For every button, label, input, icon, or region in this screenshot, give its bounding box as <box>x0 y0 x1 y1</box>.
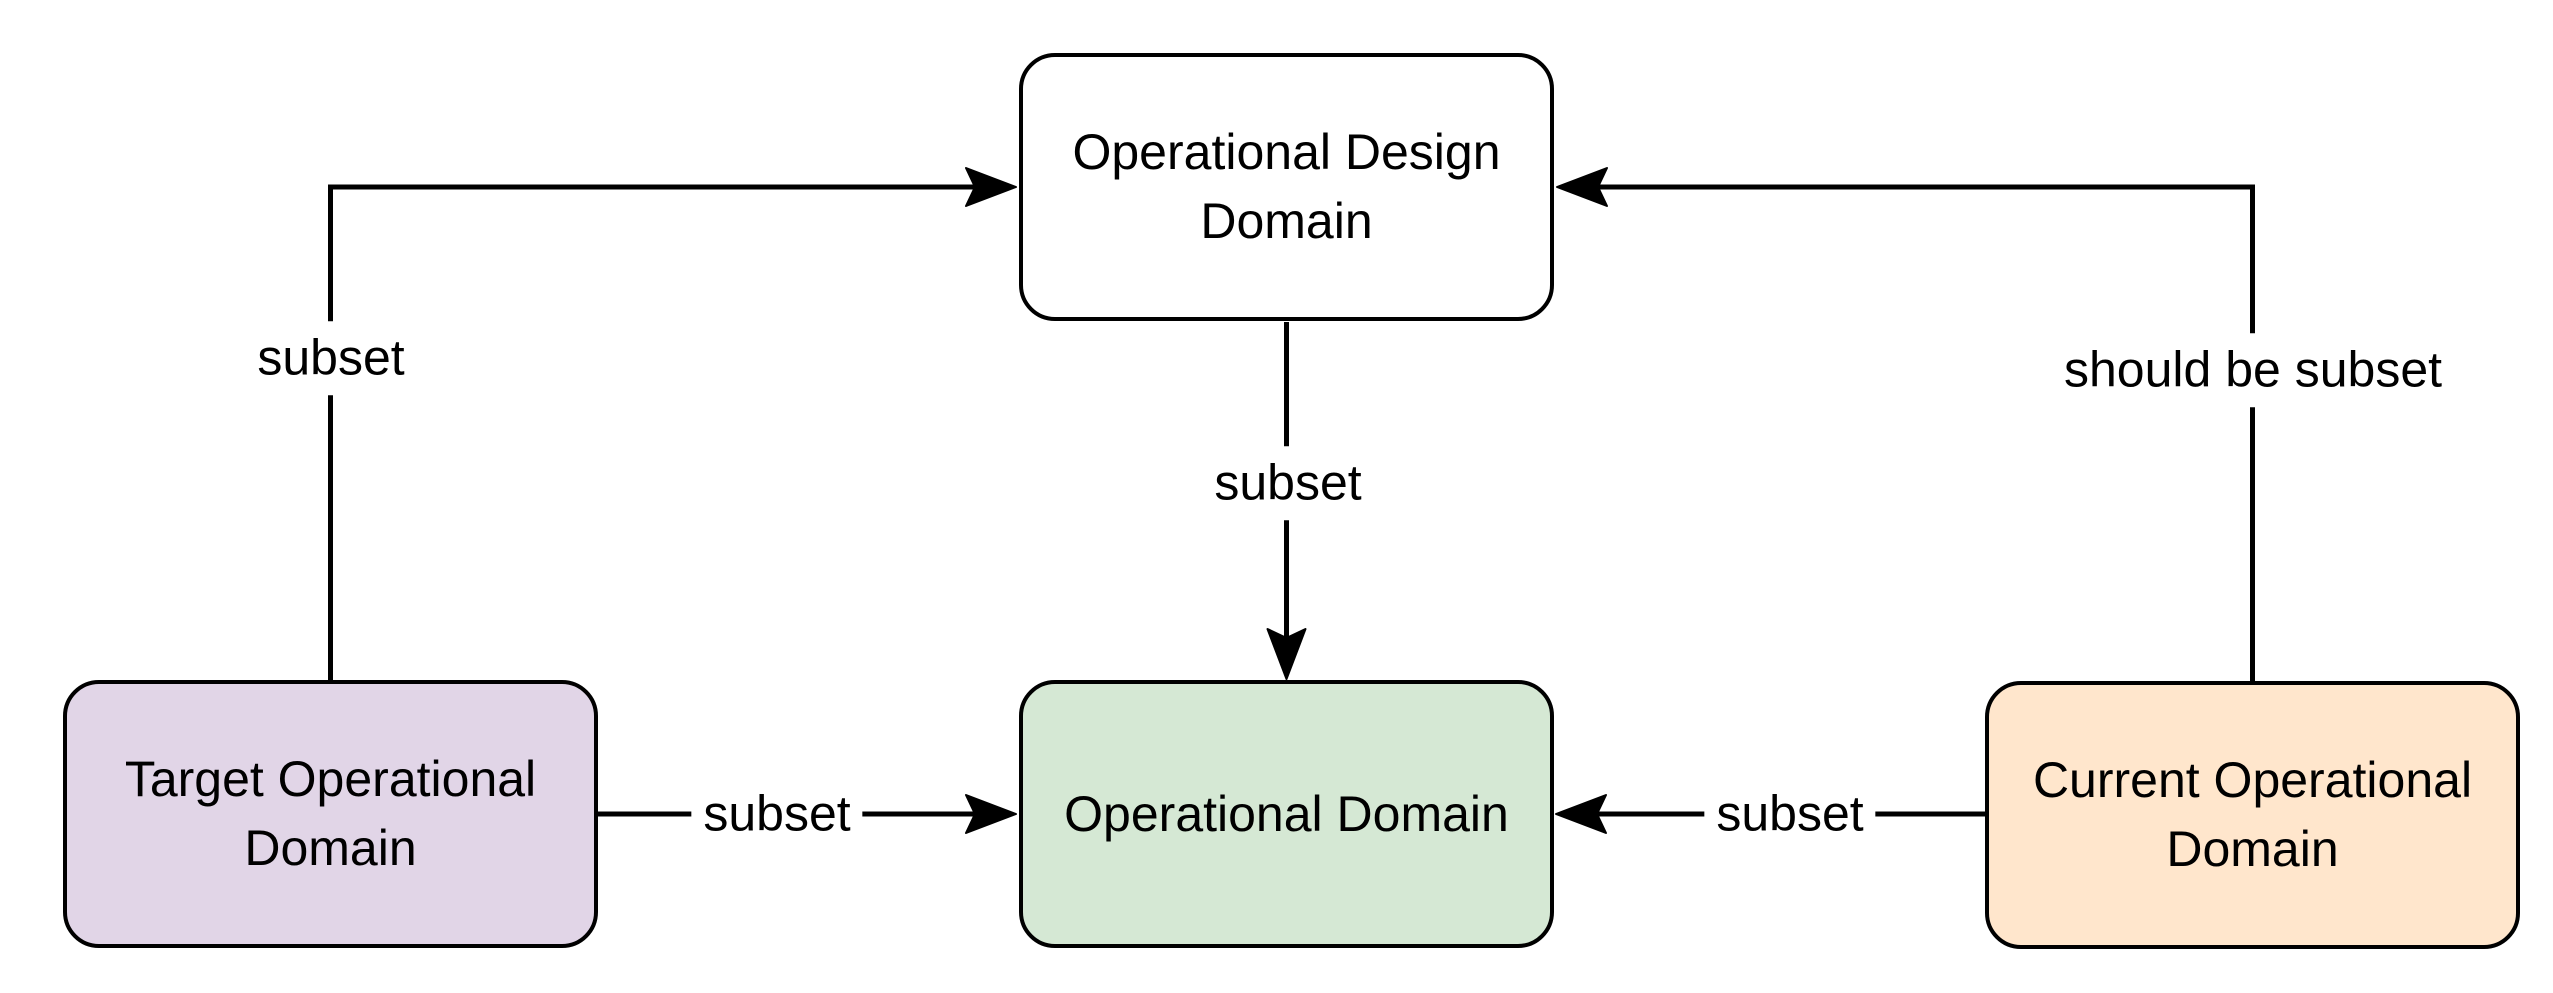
node-operational-design-domain: Operational Design Domain <box>1019 53 1554 321</box>
edge-label-odd-to-operational: subset <box>1202 446 1374 520</box>
edge-odd-to-operational-arrowhead-icon <box>1266 628 1307 680</box>
node-current-operational-domain-label: Current Operational Domain <box>2032 752 2473 877</box>
edge-target-to-odd-arrowhead-icon <box>965 167 1017 207</box>
node-operational-domain: Operational Domain <box>1019 680 1554 948</box>
node-current-operational-domain: Current Operational Domain <box>1985 681 2520 949</box>
node-target-operational-domain-label: Target Operational Domain <box>124 751 537 876</box>
edge-target-to-operational-arrowhead-icon <box>965 794 1017 834</box>
node-operational-domain-label: Operational Domain <box>1064 785 1509 842</box>
edge-label-target-to-operational: subset <box>691 777 863 851</box>
edge-current-to-odd-line <box>1598 184 2255 681</box>
edge-current-to-odd-arrowhead-icon <box>1556 167 1608 207</box>
edge-target-to-odd-line <box>328 184 975 680</box>
node-operational-design-domain-label: Operational Design Domain <box>1072 124 1501 249</box>
edge-label-target-to-odd: subset <box>245 321 417 395</box>
edge-label-current-to-operational: subset <box>1704 777 1876 851</box>
edge-current-to-operational-arrowhead-icon <box>1555 794 1607 834</box>
node-target-operational-domain: Target Operational Domain <box>63 680 598 948</box>
edge-label-current-to-odd: should be subset <box>2051 333 2455 407</box>
